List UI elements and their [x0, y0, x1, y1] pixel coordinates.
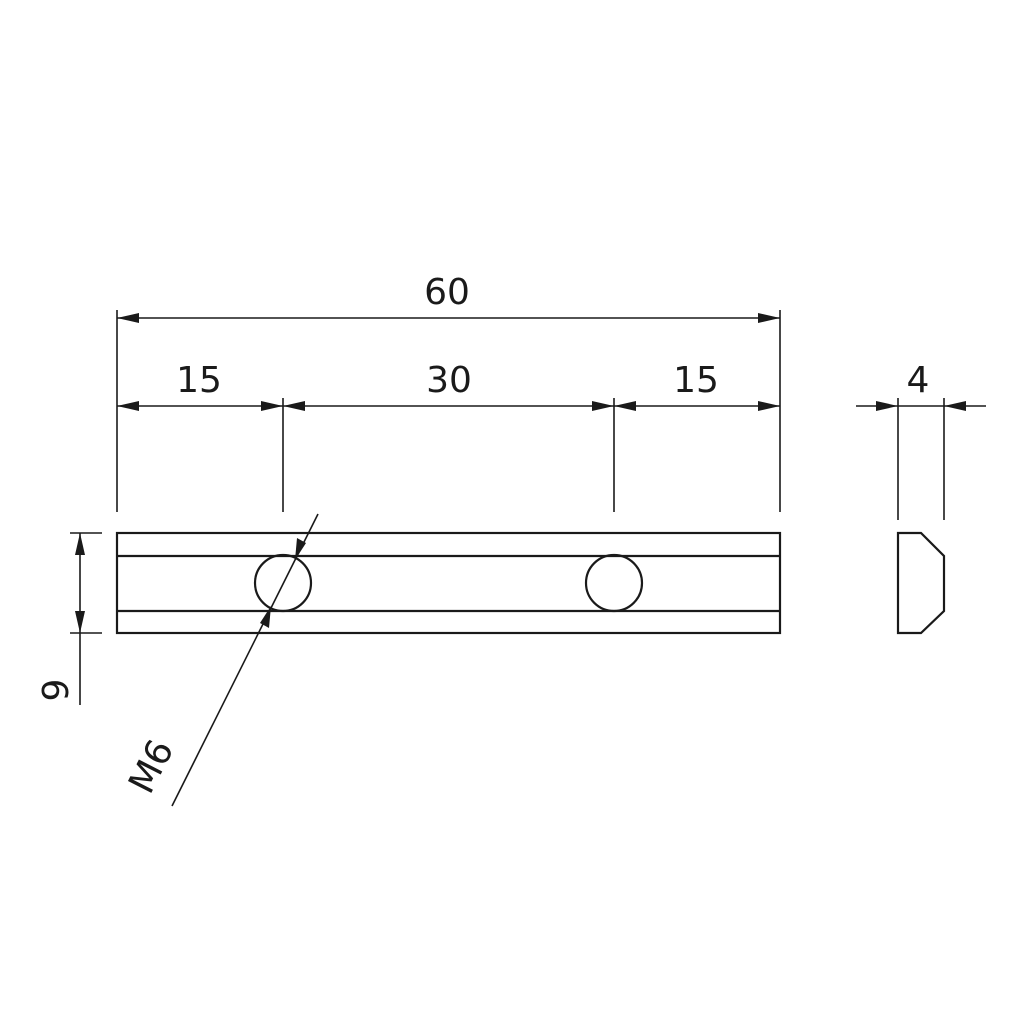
arrow-head	[117, 401, 139, 411]
arrow-head	[295, 538, 306, 560]
extension-lines	[70, 310, 945, 634]
dimension-label-width: 9	[36, 679, 77, 702]
arrow-head	[75, 611, 85, 633]
arrow-head	[117, 313, 139, 323]
arrow-head	[758, 313, 780, 323]
arrow-head	[758, 401, 780, 411]
arrow-head	[260, 606, 271, 628]
dimension-label-overall: 60	[424, 272, 470, 313]
arrow-head	[876, 401, 898, 411]
thread-callout-label: M6	[121, 733, 182, 800]
side-profile-outline	[896, 531, 946, 635]
dimension-label-left-offset: 15	[176, 360, 222, 401]
dimension-thickness: 4	[856, 360, 986, 411]
dimension-width: 9	[36, 533, 85, 705]
dimension-chain: 15 30 15	[117, 360, 780, 411]
leader-line	[171, 513, 319, 807]
part-side-view	[896, 531, 946, 635]
arrow-head	[944, 401, 966, 411]
part-top-view	[115, 531, 782, 635]
dimension-label-thickness: 4	[907, 360, 930, 401]
dimension-label-right-offset: 15	[673, 360, 719, 401]
arrow-head	[592, 401, 614, 411]
arrow-head	[75, 533, 85, 555]
arrow-head	[614, 401, 636, 411]
threaded-hole-right	[584, 553, 644, 613]
arrow-head	[261, 401, 283, 411]
dimension-overall-length: 60	[117, 272, 780, 323]
threaded-hole-left	[253, 553, 313, 613]
dimension-label-hole-spacing: 30	[426, 360, 472, 401]
leader-thread: M6	[121, 513, 319, 807]
arrow-head	[283, 401, 305, 411]
part-outline	[115, 531, 782, 635]
